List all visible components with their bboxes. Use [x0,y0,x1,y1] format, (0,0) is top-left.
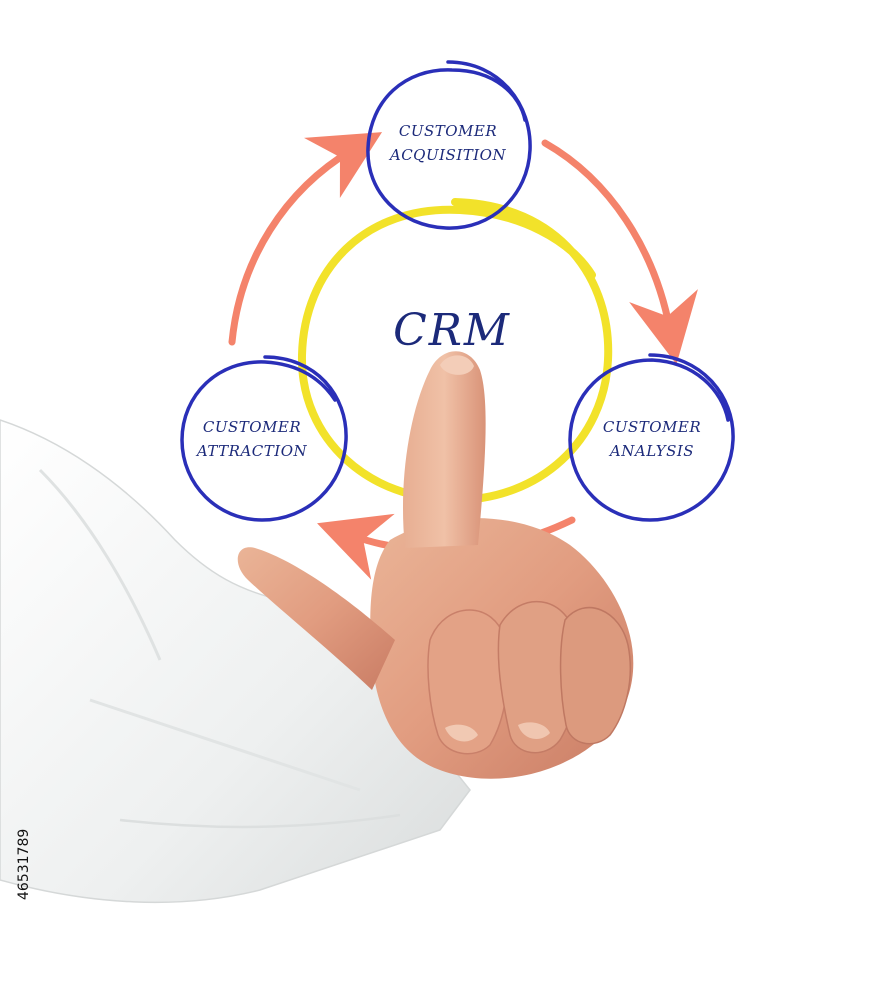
node-label-analysis-line1: CUSTOMER [603,418,701,436]
pointing-hand [237,351,634,779]
stock-id-label: 46531789 [16,829,32,900]
node-ring-attraction [180,355,348,522]
node-label-acquisition-line1: CUSTOMER [399,122,497,140]
node-label-attraction-line1: CUSTOMER [203,418,301,436]
center-label-crm: CRM [393,305,511,356]
node-label-analysis-line2: ANALYSIS [608,442,694,460]
arrow-acquisition-to-analysis [541,139,698,365]
node-ring-acquisition [366,60,532,230]
node-label-acquisition-line2: ACQUISITION [388,146,507,164]
node-label-attraction-line2: ATTRACTION [195,442,308,460]
crm-center-ring [297,198,613,505]
arrow-attraction-to-acquisition [228,132,383,346]
node-ring-analysis [568,353,735,522]
